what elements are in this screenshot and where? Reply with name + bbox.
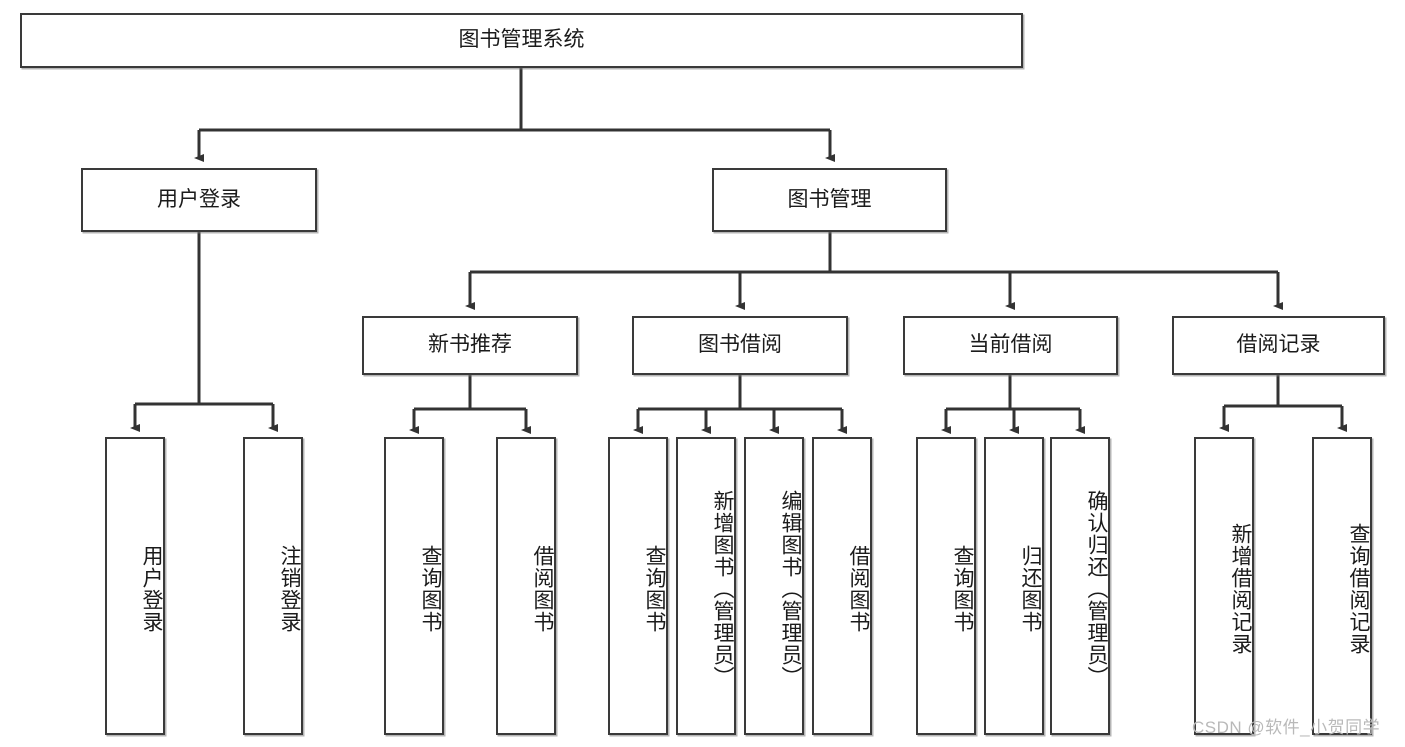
node-root-label: 图书管理系统 [458,28,585,52]
node-leaf-borrow-book-2[interactable]: 借阅图书 [812,437,872,735]
node-leaf-add-record[interactable]: 新增借阅记录 [1194,437,1254,735]
node-leaf-return-book-label: 归还图书 [1019,545,1042,633]
node-leaf-add-record-label: 新增借阅记录 [1229,523,1252,655]
node-root[interactable]: 图书管理系统 [20,13,1023,68]
node-new-book-rec-label: 新书推荐 [428,333,512,357]
node-borrow-record-label: 借阅记录 [1236,333,1321,357]
node-leaf-return-book[interactable]: 归还图书 [984,437,1044,735]
node-leaf-query-record[interactable]: 查询借阅记录 [1312,437,1372,735]
node-leaf-confirm-return-label: 确认归还（管理员） [1085,490,1108,688]
node-book-borrow[interactable]: 图书借阅 [632,316,848,375]
node-leaf-logout-label: 注销登录 [278,545,301,633]
node-leaf-add-book-label: 新增图书（管理员） [711,490,734,688]
node-leaf-query-book-2-label: 查询图书 [643,545,666,633]
node-leaf-user-login-label: 用户登录 [140,545,163,633]
node-leaf-query-book-1-label: 查询图书 [419,545,442,633]
node-leaf-borrow-book-1[interactable]: 借阅图书 [496,437,556,735]
node-leaf-edit-book[interactable]: 编辑图书（管理员） [744,437,804,735]
node-leaf-logout[interactable]: 注销登录 [243,437,303,735]
node-leaf-query-book-2[interactable]: 查询图书 [608,437,668,735]
node-user-login[interactable]: 用户登录 [81,168,317,232]
node-book-borrow-label: 图书借阅 [698,333,782,357]
csdn-watermark: CSDN @软件_小贺同学 [1192,718,1381,737]
node-book-manage-label: 图书管理 [787,187,872,211]
node-new-book-rec[interactable]: 新书推荐 [362,316,578,375]
node-leaf-borrow-book-2-label: 借阅图书 [847,545,870,633]
node-leaf-edit-book-label: 编辑图书（管理员） [779,490,802,688]
node-user-login-label: 用户登录 [157,187,241,211]
node-current-borrow[interactable]: 当前借阅 [903,316,1118,375]
node-book-manage[interactable]: 图书管理 [712,168,947,232]
node-leaf-add-book[interactable]: 新增图书（管理员） [676,437,736,735]
node-borrow-record[interactable]: 借阅记录 [1172,316,1385,375]
node-leaf-query-book-3[interactable]: 查询图书 [916,437,976,735]
node-leaf-borrow-book-1-label: 借阅图书 [531,545,554,633]
node-current-borrow-label: 当前借阅 [968,333,1053,357]
node-leaf-confirm-return[interactable]: 确认归还（管理员） [1050,437,1110,735]
node-leaf-query-book-1[interactable]: 查询图书 [384,437,444,735]
node-leaf-query-book-3-label: 查询图书 [951,545,974,633]
node-leaf-user-login[interactable]: 用户登录 [105,437,165,735]
node-leaf-query-record-label: 查询借阅记录 [1347,523,1370,655]
